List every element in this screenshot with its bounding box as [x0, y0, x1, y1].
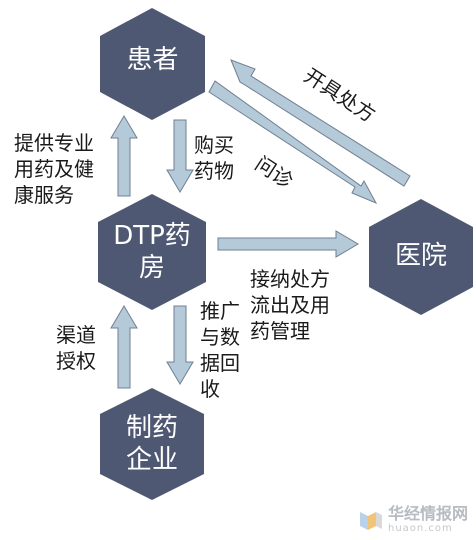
pharma-company-hexagon [100, 388, 204, 500]
arrow-dtp-to-hospital [217, 230, 359, 258]
watermark-domain: huaon.com [387, 523, 453, 534]
arrow-hospital-to-patient [230, 59, 411, 187]
patient-hexagon [100, 8, 205, 120]
hospital-hexagon [369, 199, 473, 315]
flow-label-patient-to-dtp: 购买 药物 [194, 133, 234, 183]
pharma-company-node-label: 制药 企业 [125, 413, 178, 475]
dtp-pharmacy-hexagon [98, 194, 206, 310]
flow-label-dtp-to-patient: 提供专业 用药及健 康服务 [14, 131, 94, 207]
flow-label-dtp-to-company: 推广 与数 据回 收 [200, 299, 240, 401]
dtp-pharmacy-node-label: DTP药 房 [113, 221, 191, 283]
arrow-patient-to-hospital [208, 80, 378, 205]
arrow-dtp-to-company [166, 305, 194, 385]
arrow-company-to-dtp [110, 305, 138, 389]
watermark-brand: 华经情报网 [387, 504, 468, 523]
hospital-node-label: 医院 [394, 241, 447, 271]
arrow-patient-to-dtp [166, 119, 194, 193]
patient-node-label: 患者 [126, 45, 179, 75]
flow-label-company-to-dtp: 渠道 授权 [56, 323, 96, 373]
arrow-dtp-to-patient [110, 115, 138, 197]
watermark: 华经情报网 huaon.com [358, 505, 468, 534]
flow-label-dtp-to-hospital: 接纳处方 流出及用 药管理 [250, 267, 330, 343]
watermark-logo-icon [359, 511, 382, 530]
